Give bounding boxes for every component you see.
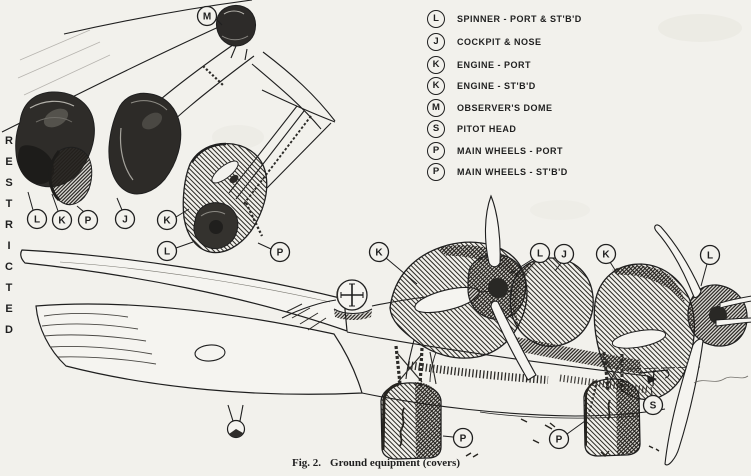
- restricted-letter: C: [5, 261, 13, 273]
- paper-smudges: [212, 14, 742, 220]
- callout-letter: L: [707, 251, 713, 262]
- legend-key-label: SPINNER - PORT & ST'B'D: [457, 13, 582, 24]
- legend-item: J COCKPIT & NOSE: [427, 32, 542, 51]
- main-view-callouts: K L J K L S P: [368, 241, 721, 450]
- detail-view-illustration: [1, 0, 336, 254]
- legend-key-circle: P: [427, 141, 445, 160]
- stbd-undercarriage: [583, 351, 641, 457]
- callout-letter: J: [122, 215, 128, 226]
- callout-letter: P: [460, 434, 467, 445]
- port-undercarriage: [380, 345, 442, 460]
- callout-letter: L: [537, 249, 543, 260]
- restricted-letter: I: [7, 240, 11, 252]
- legend-key-label: MAIN WHEELS - ST'B'D: [457, 166, 568, 177]
- restricted-letter: E: [5, 156, 13, 168]
- legend-key-label: OBSERVER'S DOME: [457, 102, 553, 113]
- figure-caption: Fig. 2. Ground equipment (covers): [292, 457, 460, 469]
- callout-letter: K: [375, 248, 383, 259]
- callout-letter: K: [163, 216, 171, 227]
- legend-key-label: MAIN WHEELS - PORT: [457, 145, 563, 156]
- callout-letter: S: [650, 401, 657, 412]
- legend-item: L SPINNER - PORT & ST'B'D: [427, 9, 582, 28]
- observers-dome-cover: [215, 4, 257, 47]
- engine-cover-stbd-detail: [182, 142, 268, 254]
- callout-engine-stbd-main: K: [595, 243, 618, 274]
- callout-observers-dome: M: [196, 5, 223, 27]
- legend-key-circle: S: [427, 119, 445, 138]
- cockpit-nose-cover-main: [509, 257, 594, 347]
- legend-item: M OBSERVER'S DOME: [427, 98, 553, 117]
- restricted-letter: S: [5, 177, 13, 189]
- legend-key-label: ENGINE - PORT: [457, 59, 532, 70]
- callout-pitot-head: S: [642, 386, 664, 416]
- callout-wheel-port: P: [76, 205, 99, 231]
- legend-key-circle: J: [427, 32, 445, 51]
- callout-engine-stbd: K: [156, 208, 190, 231]
- callout-cockpit-nose: J: [114, 197, 136, 230]
- callout-spinner-port: L: [26, 191, 48, 230]
- spinner-cover-port-detail: [17, 145, 55, 185]
- observers-dome: [281, 279, 373, 331]
- restricted-letter: T: [5, 282, 13, 294]
- restricted-letter: R: [5, 219, 13, 231]
- main-view-illustration: [20, 194, 751, 466]
- callout-letter: P: [85, 216, 92, 227]
- stbd-propeller: [654, 224, 751, 466]
- main-wheel-cover-port-main: [380, 382, 442, 460]
- callout-letter: K: [58, 216, 66, 227]
- figure-number: Fig. 2.: [292, 457, 322, 469]
- legend-key-label: COCKPIT & NOSE: [457, 36, 542, 47]
- spinner-cover-stbd-detail: [193, 202, 239, 250]
- restricted-letter: E: [5, 303, 13, 315]
- legend-item: K ENGINE - PORT: [427, 55, 531, 74]
- port-propeller: [484, 194, 537, 381]
- stray-ink-marks: [465, 418, 660, 458]
- legend-key-circle: L: [427, 9, 445, 28]
- legend-key-circle: K: [427, 76, 445, 95]
- callout-letter: M: [203, 12, 211, 23]
- main-wheel-cover-stbd-main: [583, 378, 641, 457]
- callout-letter: J: [561, 250, 567, 261]
- callout-main-wheel-stbd: P: [548, 420, 586, 450]
- restricted-letter: R: [5, 135, 13, 147]
- callout-letter: K: [602, 250, 610, 261]
- restricted-letter: T: [5, 198, 13, 210]
- legend-item: K ENGINE - ST'B'D: [427, 76, 536, 95]
- callout-engine-port-main: K: [368, 241, 418, 285]
- restricted-letter: D: [5, 324, 13, 336]
- callout-engine-port: K: [51, 193, 73, 231]
- legend-key-circle: M: [427, 98, 445, 117]
- legend-key-circle: P: [427, 162, 445, 181]
- callout-letter: L: [164, 247, 170, 258]
- legend-item: P MAIN WHEELS - PORT: [427, 141, 563, 160]
- cockpit-nose-cover-detail: [108, 92, 182, 195]
- detail-view-callouts: M L K P J K L: [26, 5, 291, 263]
- legend-key-circle: K: [427, 55, 445, 74]
- legend-item: P MAIN WHEELS - ST'B'D: [427, 162, 568, 181]
- callout-letter: L: [34, 215, 40, 226]
- callout-wheel-stbd: P: [257, 241, 291, 263]
- legend-key-label: PITOT HEAD: [457, 123, 517, 134]
- figure-title: Ground equipment (covers): [330, 457, 460, 469]
- callout-main-wheel-port: P: [442, 427, 474, 449]
- callout-spinner-port-main: L: [510, 242, 551, 274]
- callout-spinner-stbd: L: [156, 240, 194, 262]
- legend-item: S PITOT HEAD: [427, 119, 516, 138]
- tail-wheel: [226, 404, 246, 439]
- legend-key-label: ENGINE - ST'B'D: [457, 80, 536, 91]
- callout-spinner-stbd-main: L: [699, 244, 721, 287]
- main-wheel-cover-port-detail: [48, 146, 93, 206]
- callout-cockpit-nose-main: J: [553, 243, 575, 272]
- callout-letter: P: [556, 435, 563, 446]
- pitot-head: [639, 369, 670, 387]
- callout-letter: P: [277, 248, 284, 259]
